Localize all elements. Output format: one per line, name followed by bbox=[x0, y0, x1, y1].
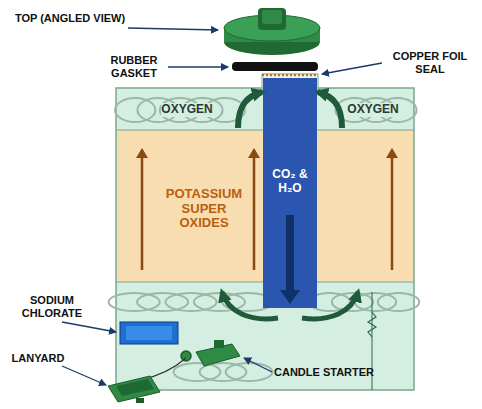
top-cap bbox=[224, 8, 320, 55]
illustration-part bbox=[253, 150, 256, 270]
illustration-part bbox=[244, 358, 272, 372]
illustration-part bbox=[62, 322, 116, 332]
illustration-part bbox=[322, 63, 382, 74]
illustration-part bbox=[136, 398, 144, 403]
node-text: POTASSIUM SUPER OXIDES bbox=[161, 187, 247, 232]
coil-winding bbox=[109, 293, 160, 311]
sodium-chlorate-block bbox=[126, 326, 172, 340]
illustration-part bbox=[391, 150, 394, 270]
flow-arrowhead bbox=[280, 290, 300, 304]
illustration-part bbox=[214, 340, 224, 348]
exhaust-tube: CO₂ & H₂O bbox=[264, 160, 316, 204]
ignition-flow-arrows bbox=[222, 292, 358, 319]
oxygen-band: OXYGEN bbox=[334, 101, 412, 119]
illustration-part bbox=[108, 376, 160, 402]
callout-label: COPPER FOIL SEAL bbox=[384, 50, 476, 75]
node-text: OXYGEN bbox=[347, 103, 398, 117]
oxygen-band: OXYGEN bbox=[148, 101, 226, 119]
illustration-part bbox=[62, 366, 106, 385]
illustration-part bbox=[168, 66, 228, 67]
node-text: CO₂ & H₂O bbox=[266, 168, 314, 196]
superoxide-region: POTASSIUM SUPER OXIDES bbox=[159, 178, 249, 240]
coil-winding bbox=[137, 293, 188, 311]
coil-winding bbox=[226, 363, 273, 381]
central-tube bbox=[263, 78, 317, 308]
illustration-part bbox=[222, 292, 278, 319]
candle-starter bbox=[181, 340, 240, 366]
coil-winding bbox=[194, 293, 245, 311]
callout-label: SODIUM CHLORATE bbox=[4, 294, 100, 319]
callout-label: RUBBER GASKET bbox=[100, 54, 168, 79]
coil-winding bbox=[174, 363, 221, 381]
illustration-part bbox=[262, 10, 282, 24]
illustration-part bbox=[116, 379, 154, 396]
coil-winding bbox=[378, 293, 419, 311]
rubber-gasket bbox=[232, 62, 318, 71]
lanyard-tab bbox=[108, 376, 160, 403]
flow-arrow bbox=[286, 215, 294, 292]
coil-winding bbox=[165, 293, 216, 311]
coil-winding bbox=[355, 293, 396, 311]
upward-flow-arrows bbox=[142, 150, 392, 270]
callout-label: CANDLE STARTER bbox=[274, 366, 404, 379]
callout-label: LANYARD bbox=[8, 352, 68, 365]
illustration-part bbox=[141, 150, 144, 270]
illustration-part bbox=[318, 92, 342, 128]
illustration-part bbox=[258, 8, 286, 30]
sodium-chlorate-block bbox=[120, 322, 178, 344]
illustration-part bbox=[181, 351, 191, 361]
illustration-part bbox=[238, 92, 262, 128]
leader-lines bbox=[62, 28, 382, 385]
callout-label: TOP (ANGLED VIEW) bbox=[14, 12, 126, 25]
illustration-part bbox=[302, 292, 358, 319]
oxygen-flow-arrows bbox=[238, 92, 342, 128]
illustration-part bbox=[128, 28, 218, 30]
copper-foil-seal bbox=[262, 74, 318, 77]
node-text: OXYGEN bbox=[161, 103, 212, 117]
coil-winding bbox=[115, 98, 155, 122]
